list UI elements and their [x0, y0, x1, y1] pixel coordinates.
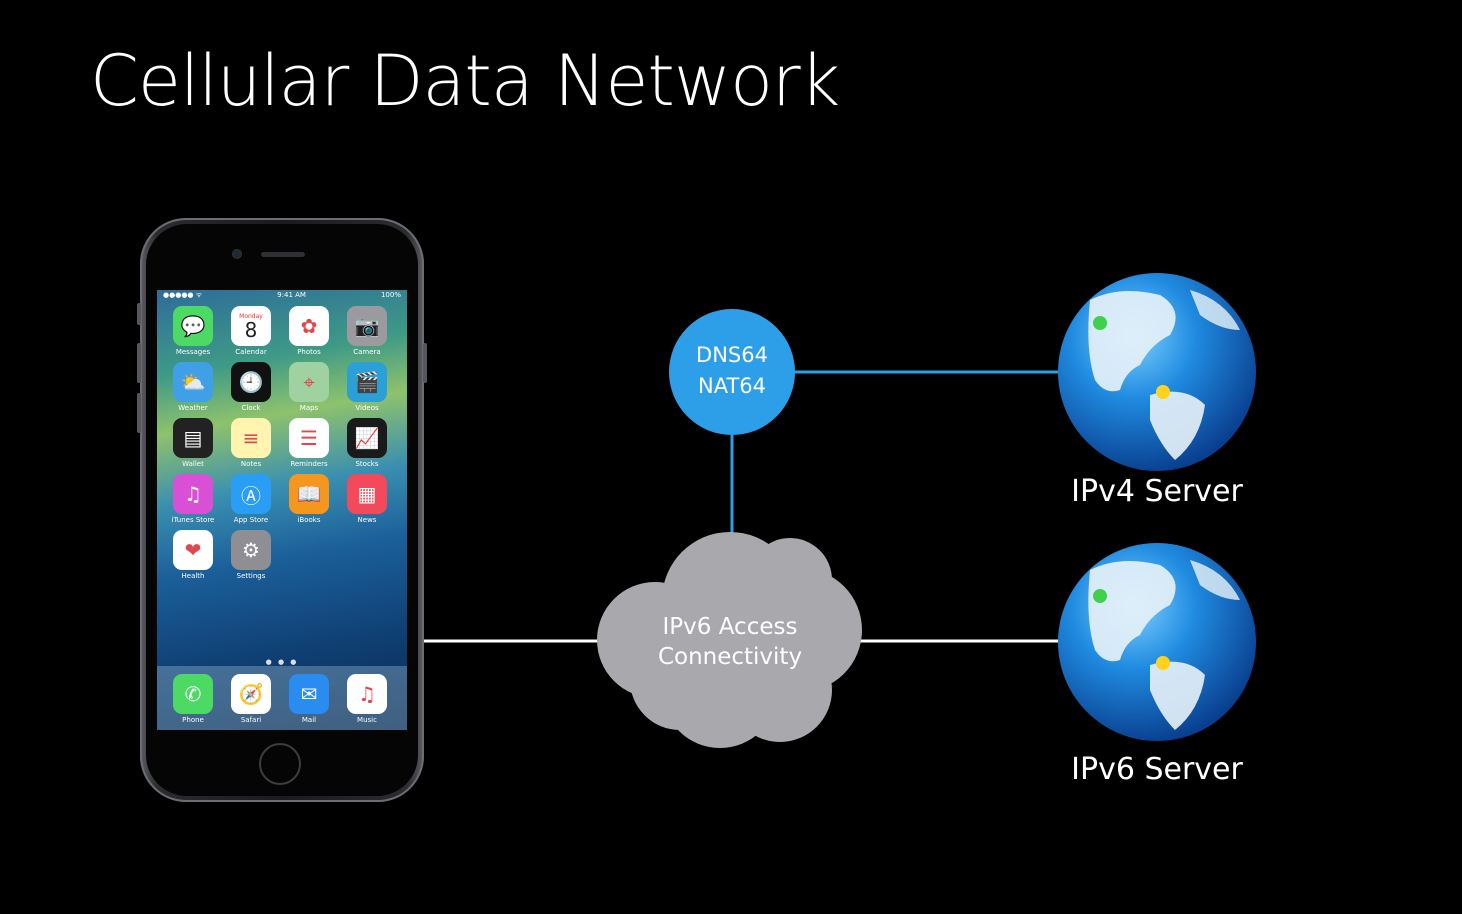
maps-icon: ⌖ [289, 362, 329, 402]
app-label: News [357, 516, 377, 524]
app-label: iBooks [297, 516, 321, 524]
app-label: Settings [236, 572, 266, 580]
ipv6-server-label: IPv6 Server [1071, 752, 1243, 787]
home-app-stocks[interactable]: 📈 Stocks [338, 418, 396, 468]
app-label: Videos [355, 404, 379, 412]
app-label: Weather [178, 404, 208, 412]
dock-app-mail[interactable]: ✉ Mail [280, 674, 338, 730]
dns64-nat64-node [669, 309, 795, 435]
mute-switch [137, 303, 141, 325]
app-store-icon: Ⓐ [231, 474, 271, 514]
camera-icon: 📷 [347, 306, 387, 346]
home-app-clock[interactable]: 🕘 Clock [222, 362, 280, 412]
app-label: Photos [297, 348, 321, 356]
dock-app-music[interactable]: ♫ Music [338, 674, 396, 730]
photos-icon: ✿ [289, 306, 329, 346]
home-app-messages[interactable]: 💬 Messages [164, 306, 222, 356]
phone-icon: ✆ [173, 674, 213, 714]
ipv6-access-cloud [597, 532, 862, 748]
news-icon: ▦ [347, 474, 387, 514]
clock-icon: 🕘 [231, 362, 271, 402]
ipv4-server-label: IPv4 Server [1071, 474, 1243, 509]
front-camera [233, 250, 241, 258]
app-label: Stocks [355, 460, 379, 468]
cloud-label: IPv6 Access Connectivity [630, 612, 830, 672]
home-app-reminders[interactable]: ☰ Reminders [280, 418, 338, 468]
app-label: iTunes Store [171, 516, 215, 524]
videos-icon: 🎬 [347, 362, 387, 402]
app-label: Health [181, 572, 205, 580]
app-label: Reminders [290, 460, 328, 468]
home-app-ibooks[interactable]: 📖 iBooks [280, 474, 338, 524]
app-label: Camera [353, 348, 381, 356]
dns64-text: DNS64 [696, 343, 768, 367]
app-label: Wallet [182, 460, 204, 468]
dns-node-label: DNS64 NAT64 [669, 340, 795, 402]
dock: ✆ Phone 🧭 Safari ✉ Mail ♫ Music [157, 666, 407, 730]
ipv4-server-globe-icon [1058, 273, 1256, 471]
earpiece [261, 252, 305, 257]
calendar-day: 8 [244, 317, 258, 342]
home-app-maps[interactable]: ⌖ Maps [280, 362, 338, 412]
music-icon: ♫ [347, 674, 387, 714]
dock-app-safari[interactable]: 🧭 Safari [222, 674, 280, 730]
safari-icon: 🧭 [231, 674, 271, 714]
app-label: Messages [175, 348, 211, 356]
home-app-wallet[interactable]: ▤ Wallet [164, 418, 222, 468]
app-label: Maps [299, 404, 319, 412]
home-app-photos[interactable]: ✿ Photos [280, 306, 338, 356]
battery-level: 100% [380, 291, 401, 299]
calendar-weekday: Monday [239, 312, 263, 320]
app-label: Mail [301, 716, 317, 724]
app-label: Music [357, 716, 377, 724]
messages-icon: 💬 [173, 306, 213, 346]
cloud-label-line1: IPv6 Access [662, 614, 798, 640]
home-app-itunes-store[interactable]: ♫ iTunes Store [164, 474, 222, 524]
app-label: Notes [240, 460, 262, 468]
dock-app-phone[interactable]: ✆ Phone [164, 674, 222, 730]
power-button [423, 343, 427, 383]
volume-down-button [137, 393, 141, 433]
itunes-store-icon: ♫ [173, 474, 213, 514]
mail-icon: ✉ [289, 674, 329, 714]
page-title: Cellular Data Network [90, 40, 840, 122]
weather-icon: ⛅ [173, 362, 213, 402]
ipv6-server-globe-icon [1058, 543, 1256, 741]
settings-icon: ⚙ [231, 530, 271, 570]
notes-icon: ≡ [231, 418, 271, 458]
home-app-weather[interactable]: ⛅ Weather [164, 362, 222, 412]
reminders-icon: ☰ [289, 418, 329, 458]
status-bar: ●●●●● ᯤ 9:41 AM 100% [157, 290, 407, 302]
home-app-notes[interactable]: ≡ Notes [222, 418, 280, 468]
stocks-icon: 📈 [347, 418, 387, 458]
volume-up-button [137, 343, 141, 383]
home-app-health[interactable]: ❤ Health [164, 530, 222, 580]
ibooks-icon: 📖 [289, 474, 329, 514]
cloud-label-line2: Connectivity [657, 644, 803, 670]
home-app-app-store[interactable]: Ⓐ App Store [222, 474, 280, 524]
app-label: Phone [182, 716, 204, 724]
app-label: Clock [241, 404, 261, 412]
nat64-text: NAT64 [698, 374, 766, 398]
health-icon: ❤ [173, 530, 213, 570]
home-button[interactable] [259, 743, 301, 785]
page-dots: ● ● ● [265, 658, 299, 666]
app-label: App Store [233, 516, 269, 524]
home-app-news[interactable]: ▦ News [338, 474, 396, 524]
status-time: 9:41 AM [277, 291, 306, 299]
app-label: Safari [240, 716, 262, 724]
home-app-camera[interactable]: 📷 Camera [338, 306, 396, 356]
home-app-videos[interactable]: 🎬 Videos [338, 362, 396, 412]
home-app-settings[interactable]: ⚙ Settings [222, 530, 280, 580]
wallet-icon: ▤ [173, 418, 213, 458]
carrier-signal: ●●●●● ᯤ [163, 291, 203, 299]
app-label: Calendar [235, 348, 267, 356]
